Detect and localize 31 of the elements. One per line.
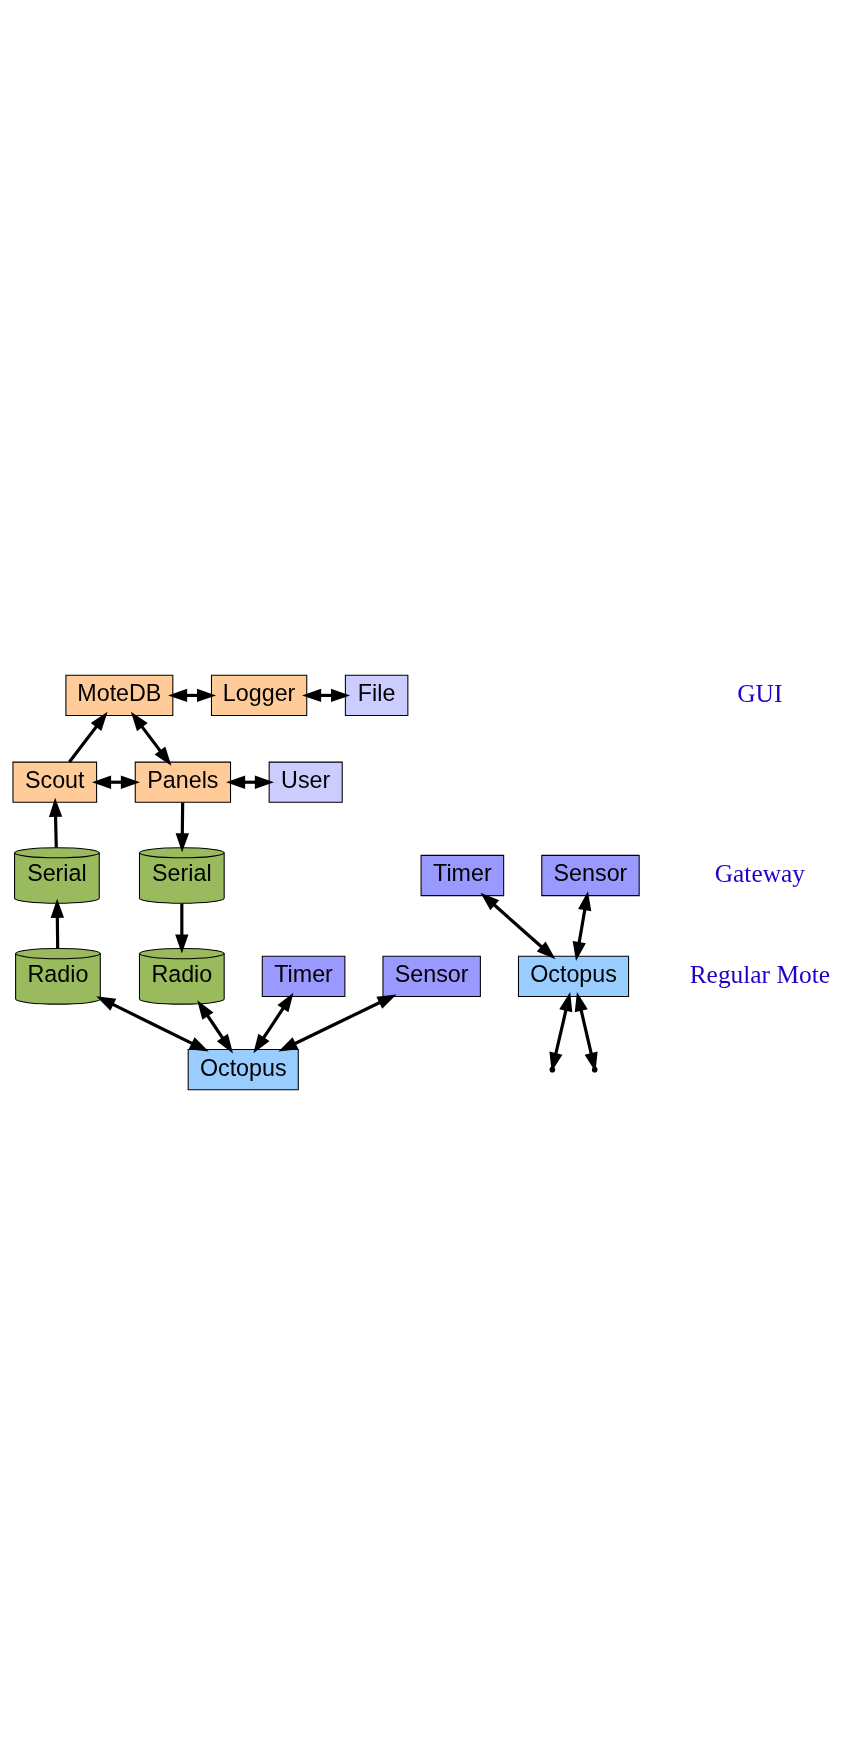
arrow (68, 711, 108, 763)
arrow (130, 711, 172, 766)
arrow (197, 1000, 233, 1054)
node-box: File (344, 674, 409, 717)
node-box: Logger (210, 674, 308, 717)
label: GUI (737, 678, 783, 707)
arrow (226, 775, 274, 789)
arrow (175, 802, 189, 853)
node-box: Panels (134, 761, 232, 803)
arrow (92, 775, 140, 789)
label: Regular Mote (689, 959, 831, 988)
node-box: Sensor (382, 955, 481, 997)
node-box: Scout (12, 761, 98, 803)
arrow (480, 892, 556, 960)
arrow (175, 903, 189, 954)
node-box: User (268, 761, 343, 803)
node-box: Octopus (187, 1049, 299, 1091)
arrow (50, 898, 65, 949)
node-box: Octopus (517, 955, 630, 997)
label: Gateway (714, 859, 805, 888)
arrow (278, 994, 397, 1052)
arrow (253, 992, 294, 1054)
node-box: MoteDB (65, 674, 174, 717)
node-box: Timer (420, 854, 505, 897)
node-box: Timer (261, 955, 346, 997)
arrow (572, 891, 592, 961)
arrow (168, 688, 217, 703)
arrow (48, 797, 63, 848)
node-box: Sensor (541, 854, 640, 897)
arrow (302, 688, 351, 703)
arrow (96, 996, 209, 1052)
